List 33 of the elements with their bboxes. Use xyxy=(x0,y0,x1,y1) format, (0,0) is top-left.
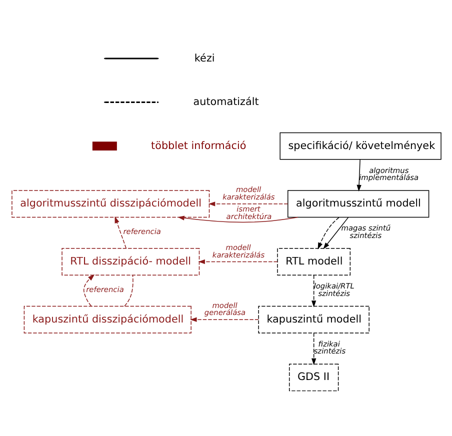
arrow xyxy=(322,217,348,250)
edge-label: fizikai szintézis xyxy=(313,339,346,356)
arrow xyxy=(311,332,316,366)
arrow xyxy=(114,216,126,249)
node-box: kapuszintű modell xyxy=(258,306,369,334)
edge-label: modell generálása xyxy=(204,300,246,318)
arrow xyxy=(317,217,339,250)
edge-label: referencia xyxy=(122,226,160,236)
edge-label: ismert architektúra xyxy=(226,204,272,221)
arrow xyxy=(311,274,316,308)
arrow xyxy=(190,317,258,322)
arrow xyxy=(198,259,278,264)
connector xyxy=(124,274,133,306)
edge-label: magas szintű szintézis xyxy=(340,224,390,240)
node-box: RTL modell xyxy=(276,248,350,276)
edge-label: algoritmus implementálása xyxy=(358,166,418,182)
node-box: algoritmusszintű modell xyxy=(287,190,429,218)
legend-label: automatizált xyxy=(192,96,258,108)
node-box: GDS II xyxy=(288,364,338,392)
legend-label: többlet információ xyxy=(150,140,246,152)
arrow xyxy=(208,202,288,206)
edge-label: referencia xyxy=(86,284,124,294)
arrow xyxy=(177,216,298,223)
edge-label: logikai/RTL szintézis xyxy=(313,281,354,298)
arrow xyxy=(82,274,94,306)
arrow xyxy=(356,159,361,192)
node-box: algoritmusszintű disszipációmodell xyxy=(11,190,210,218)
node-box: RTL disszipáció- modell xyxy=(61,248,200,276)
node-box: specifikáció/ követelmények xyxy=(279,132,441,160)
edge-label: modell karakterizálás xyxy=(212,242,264,260)
node-box: kapuszintű disszipációmodell xyxy=(23,306,191,334)
legend-label: kézi xyxy=(194,52,214,64)
edge-label: modell karakterizálás xyxy=(222,185,274,202)
